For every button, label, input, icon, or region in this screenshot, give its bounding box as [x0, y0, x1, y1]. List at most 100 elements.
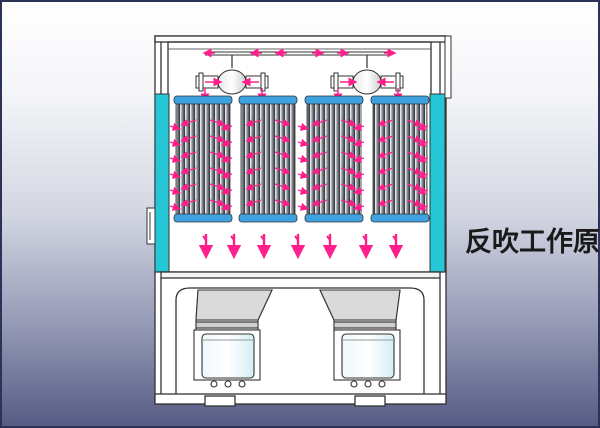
hopper-right — [319, 289, 401, 331]
blowpipe-manifold — [168, 48, 431, 68]
inner-flow-arrow — [340, 167, 357, 175]
inner-flow-arrow — [245, 199, 262, 207]
side-flow-arrow — [220, 122, 233, 131]
pulse-flow-arrows — [169, 122, 429, 211]
inner-flow-arrow — [340, 119, 357, 127]
inner-flow-arrow — [340, 183, 357, 191]
inner-flow-arrow — [377, 167, 394, 175]
dust-fall-arrow-stroke — [362, 235, 367, 241]
collection-bin-left — [193, 329, 261, 388]
inner-flow-arrow — [377, 199, 394, 207]
inner-flow-arrow — [209, 151, 226, 159]
dust-fall-arrow-stroke — [230, 235, 235, 241]
inner-flow-arrow — [274, 135, 291, 143]
inner-flow-arrow — [180, 135, 197, 143]
side-flow-arrow — [220, 154, 233, 163]
diagram-title: 反吹工作原理 — [465, 227, 600, 258]
inner-flow-arrow — [311, 199, 328, 207]
side-flow-arrow — [352, 122, 365, 131]
valve-assembly-left — [195, 69, 269, 103]
dust-fall-arrow-stroke — [202, 235, 207, 241]
inner-flow-arrow — [245, 183, 262, 191]
inner-flow-arrow — [180, 183, 197, 191]
dust-fall-arrow-stroke — [294, 235, 299, 241]
side-flow-arrow — [297, 202, 310, 211]
inner-flow-arrow — [180, 119, 197, 127]
filter-cartridges — [173, 95, 430, 223]
inner-flow-arrow — [340, 199, 357, 207]
side-flow-arrow — [416, 138, 429, 147]
inner-flow-arrow — [180, 199, 197, 207]
side-flow-arrow — [416, 122, 429, 131]
inner-flow-arrow — [340, 151, 357, 159]
dust-fall-arrows — [198, 234, 404, 260]
side-flow-arrow — [169, 202, 182, 211]
inner-flow-arrow — [274, 199, 291, 207]
side-flow-arrow — [220, 186, 233, 195]
side-flow-arrow — [169, 138, 182, 147]
side-flow-arrow — [297, 122, 310, 131]
side-flow-arrow — [416, 186, 429, 195]
side-panel-left — [154, 93, 170, 273]
dust-fall-arrow-stroke — [326, 235, 331, 241]
collection-bin-right — [333, 329, 401, 388]
filter-cartridge — [238, 95, 298, 223]
hopper-left — [195, 289, 273, 331]
side-flow-arrow — [352, 186, 365, 195]
inner-flow-arrow — [274, 119, 291, 127]
inner-flow-arrow — [209, 183, 226, 191]
inner-flow-arrow — [209, 199, 226, 207]
inner-flow-arrow — [340, 135, 357, 143]
side-hinge — [146, 207, 156, 245]
side-panel-right — [429, 93, 446, 273]
dust-fall-arrow-stroke — [392, 235, 397, 241]
inner-flow-arrow — [245, 119, 262, 127]
inner-flow-arrow — [245, 151, 262, 159]
inner-flow-arrow — [311, 151, 328, 159]
inner-flow-arrow — [311, 183, 328, 191]
side-flow-arrow — [297, 186, 310, 195]
side-flow-arrow — [297, 154, 310, 163]
side-flow-arrow — [352, 154, 365, 163]
inner-flow-arrow — [311, 167, 328, 175]
side-flow-arrow — [416, 170, 429, 179]
side-flow-arrow — [220, 202, 233, 211]
filter-cartridge — [304, 95, 364, 223]
inner-flow-arrow — [209, 119, 226, 127]
inner-flow-arrow — [180, 151, 197, 159]
inner-flow-arrow — [377, 183, 394, 191]
side-flow-arrow — [352, 170, 365, 179]
inner-flow-arrow — [245, 135, 262, 143]
side-flow-arrow — [416, 202, 429, 211]
inner-flow-arrow — [209, 167, 226, 175]
filter-cartridge — [370, 95, 430, 223]
inner-flow-arrow — [274, 183, 291, 191]
valve-assembly-right — [330, 69, 404, 103]
side-flow-arrow — [169, 170, 182, 179]
side-flow-arrow — [220, 170, 233, 179]
inner-flow-arrow — [274, 151, 291, 159]
side-flow-arrow — [352, 202, 365, 211]
side-flow-arrow — [416, 154, 429, 163]
side-flow-arrow — [297, 170, 310, 179]
inner-flow-arrow — [377, 135, 394, 143]
side-flow-arrow — [352, 138, 365, 147]
side-flow-arrow — [297, 138, 310, 147]
inner-flow-arrow — [209, 135, 226, 143]
side-flow-arrow — [220, 138, 233, 147]
side-tab — [444, 35, 452, 99]
filter-cartridge — [173, 95, 233, 223]
dust-fall-arrow-stroke — [260, 235, 265, 241]
inner-flow-arrow — [274, 167, 291, 175]
lower-body — [154, 271, 447, 407]
inner-flow-arrow — [377, 119, 394, 127]
side-flow-arrow — [169, 154, 182, 163]
inner-flow-arrow — [377, 151, 394, 159]
inner-flow-arrow — [180, 167, 197, 175]
side-flow-arrow — [169, 186, 182, 195]
inner-flow-arrow — [311, 135, 328, 143]
inner-flow-arrow — [311, 119, 328, 127]
